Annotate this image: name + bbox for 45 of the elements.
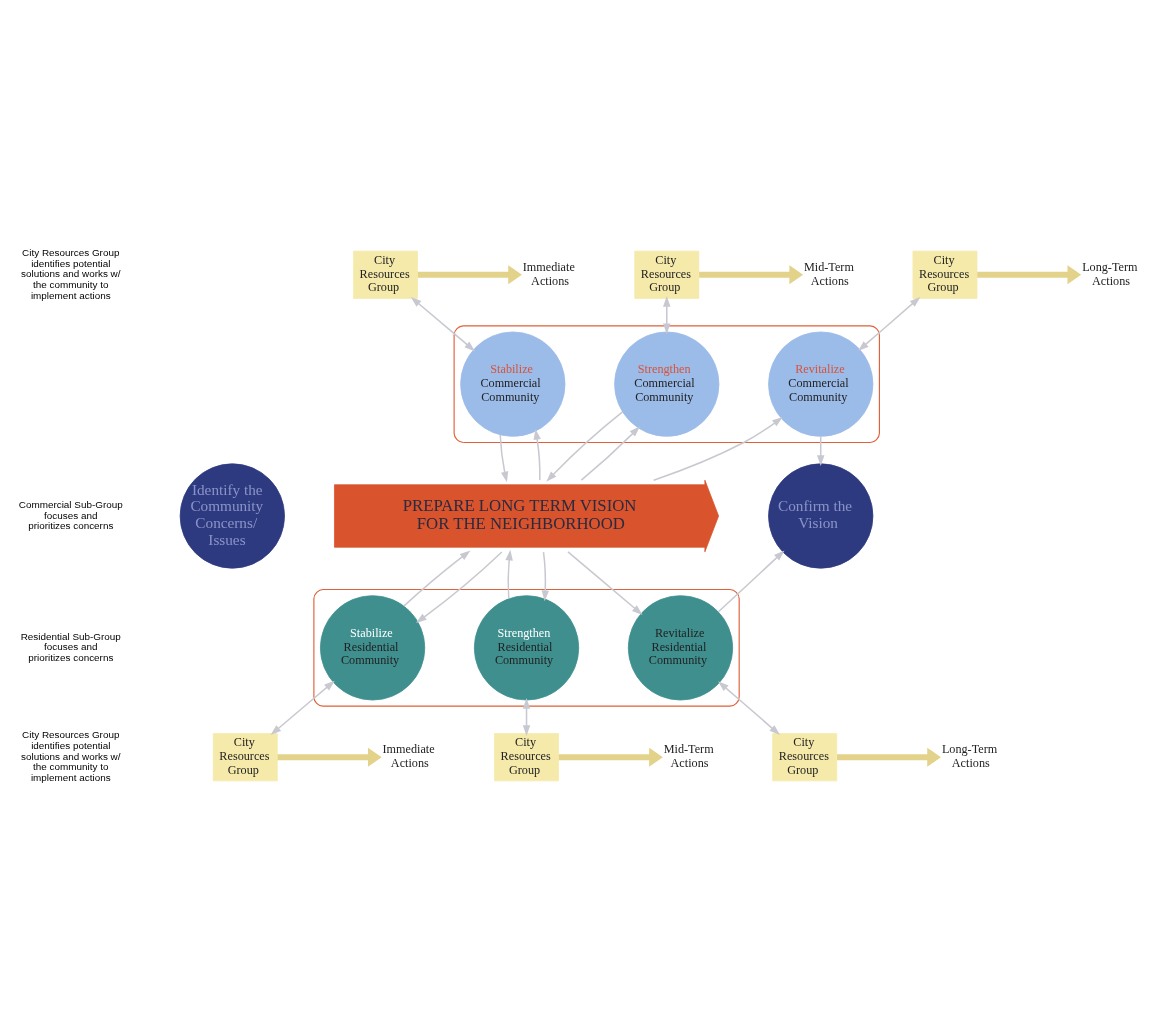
arrow: [558, 747, 663, 767]
arrow: [533, 428, 541, 481]
label: Residential Sub-Group focuses and prioritizes concerns: [20, 630, 121, 663]
label: City Resources Group identifies potential solutions and works w/ the community to implement actions: [20, 246, 121, 301]
arrow: [277, 747, 382, 767]
node-box: City Resources Group: [494, 732, 559, 781]
node-circle: Identify the Community Concerns/ Issues: [179, 462, 285, 569]
arrow: [977, 264, 1082, 284]
arrow: [410, 296, 476, 351]
arrow: [718, 680, 780, 735]
arrow: [541, 550, 549, 601]
node-text: Mid-Term Actions: [803, 259, 854, 288]
node-circle: Stabilize Commercial Community: [460, 331, 566, 437]
arrow: [403, 549, 471, 607]
node-box: City Resources Group: [634, 250, 700, 299]
node-circle: Strengthen Residential Community: [473, 594, 580, 700]
arrow: [417, 264, 522, 284]
node-text: Long-Term Actions: [1082, 259, 1138, 288]
node-text: Mid-Term Actions: [663, 741, 714, 770]
node-text: Immediate Actions: [522, 259, 575, 288]
node-box: City Resources Group: [212, 732, 278, 781]
arrow: [580, 425, 640, 481]
arrow: [505, 549, 513, 599]
node-box: City Resources Group: [772, 732, 838, 781]
arrow: [717, 549, 785, 613]
arrow: [499, 433, 509, 482]
arrow: [416, 550, 503, 623]
node-text: Long-Term Actions: [941, 741, 998, 770]
node-text: Immediate Actions: [382, 741, 435, 770]
arrow: [567, 550, 643, 615]
arrow: [837, 747, 941, 767]
node-box: City Resources Group: [912, 250, 978, 299]
arrow: [858, 296, 921, 351]
arrow: [270, 680, 335, 735]
arrow: [663, 295, 671, 334]
label: Commercial Sub-Group focuses and prioritizes concerns: [18, 498, 123, 531]
arrow: [699, 264, 804, 284]
node-circle: Revitalize Residential Community: [627, 594, 734, 700]
node-box: City Resources Group: [353, 250, 418, 299]
label: City Resources Group identifies potential solutions and works w/ the community to implement actions: [20, 728, 121, 783]
node-circle: Revitalize Commercial Community: [768, 331, 874, 437]
arrow: [652, 416, 783, 481]
node-circle: Confirm the Vision: [768, 462, 874, 569]
arrow: [546, 410, 624, 482]
arrow: [817, 435, 825, 466]
